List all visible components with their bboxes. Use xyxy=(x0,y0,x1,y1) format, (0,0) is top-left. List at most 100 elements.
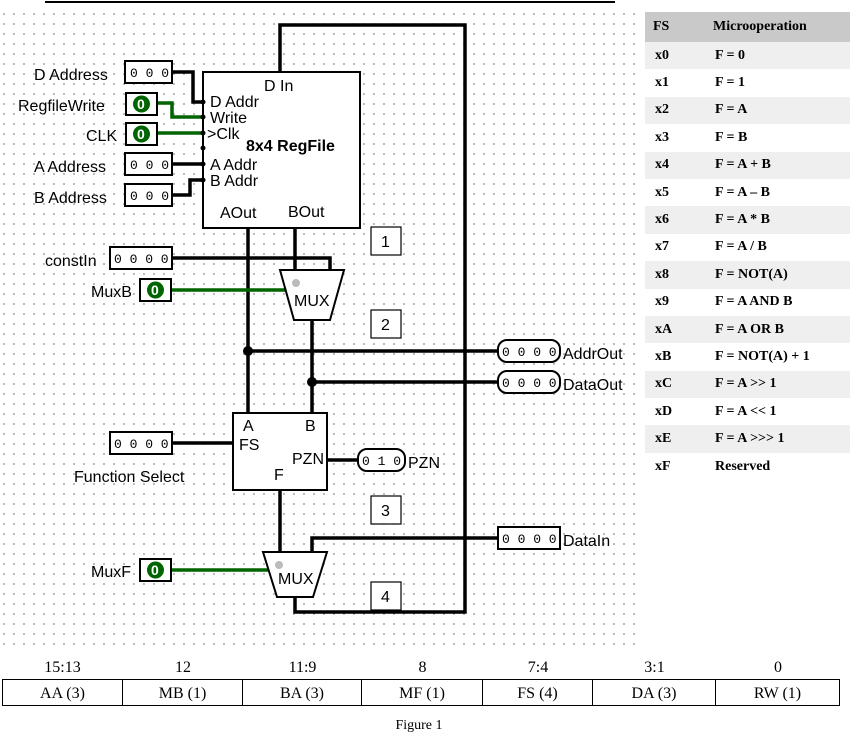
clk-pin[interactable]: 0 xyxy=(125,122,158,146)
d-address-label: D Address xyxy=(34,67,108,84)
mux-f-pin[interactable]: 0 xyxy=(139,558,172,582)
regfile-d-addr-label: D Addr xyxy=(210,94,260,111)
bit-field-row: AA (3) MB (1) BA (3) MF (1) FS (4) DA (3… xyxy=(2,679,840,706)
fs-header: FS xyxy=(645,12,705,42)
bit-field: MF (1) xyxy=(362,679,483,706)
bit-field: RW (1) xyxy=(716,679,840,706)
junction-dot xyxy=(307,377,317,387)
b-address-pin[interactable]: 0 0 0 xyxy=(124,183,173,207)
pzn-pin: 0 1 0 xyxy=(357,448,406,472)
fu-f-label: F xyxy=(274,467,284,484)
const-in-pin[interactable]: 0 0 0 0 xyxy=(109,246,173,270)
function-select-label: Function Select xyxy=(74,469,185,486)
fs-code: x6 xyxy=(645,206,705,234)
microoperation: F = NOT(A) + 1 xyxy=(705,343,850,371)
const-in-label: constIn xyxy=(45,253,97,270)
svg-text:0 0 0: 0 0 0 xyxy=(130,189,169,204)
svg-text:0 0 0 0: 0 0 0 0 xyxy=(502,532,557,547)
fs-code: x8 xyxy=(645,261,705,289)
bit-range: 15:13 xyxy=(44,659,81,676)
mux-f-select-indicator xyxy=(275,561,283,569)
fs-code: x4 xyxy=(645,151,705,179)
figure-caption: Figure 1 xyxy=(395,718,443,733)
microoperation: F = A + B xyxy=(705,151,850,179)
fs-code: xF xyxy=(645,452,705,481)
data-out-label: DataOut xyxy=(563,377,623,394)
function-select-pin[interactable]: 0 0 0 0 xyxy=(109,431,173,455)
mux-b-label: MUX xyxy=(294,293,330,310)
data-in-label: DataIn xyxy=(563,533,610,550)
svg-text:0: 0 xyxy=(151,282,159,298)
bit-field: BA (3) xyxy=(243,679,362,706)
active-wires xyxy=(157,101,288,572)
microoperation: F = A * B xyxy=(705,206,850,234)
fs-code: x7 xyxy=(645,233,705,262)
microoperation: F = NOT(A) xyxy=(705,261,850,289)
data-in-pin[interactable]: 0 0 0 0 xyxy=(497,526,561,550)
microoperation: F = 0 xyxy=(705,42,850,70)
mux-b-select-indicator xyxy=(292,279,300,287)
fs-code: xA xyxy=(645,315,705,344)
microoperation: F = A AND B xyxy=(705,288,850,316)
fs-code: x3 xyxy=(645,124,705,152)
svg-text:0 0 0 0: 0 0 0 0 xyxy=(114,437,169,452)
fs-code: x9 xyxy=(645,288,705,316)
bit-field: FS (4) xyxy=(483,679,593,706)
fu-pzn-label: PZN xyxy=(292,451,324,468)
regfile-title: 8x4 RegFile xyxy=(246,138,335,155)
svg-text:0 0 0 0: 0 0 0 0 xyxy=(502,345,557,360)
fs-code: x5 xyxy=(645,178,705,207)
stage-label-4: 4 xyxy=(370,581,402,611)
a-address-pin[interactable]: 0 0 0 xyxy=(124,152,173,176)
microoperation: F = A >>> 1 xyxy=(705,425,850,453)
regfile-aout-label: AOut xyxy=(220,205,257,222)
regfile-a-addr-label: A Addr xyxy=(210,157,258,174)
microoperation: F = A – B xyxy=(705,178,850,207)
svg-text:0 0 0: 0 0 0 xyxy=(130,66,169,81)
microoperation: F = B xyxy=(705,124,850,152)
regfile-write-pin[interactable]: 0 xyxy=(125,92,158,116)
svg-text:0 0 0 0: 0 0 0 0 xyxy=(114,252,169,267)
addr-out-label: AddrOut xyxy=(563,346,623,363)
svg-text:3: 3 xyxy=(381,503,390,520)
mux-b-input-label: MuxB xyxy=(91,284,132,301)
fu-a-label: A xyxy=(243,418,254,435)
mux-b-pin[interactable]: 0 xyxy=(139,278,172,302)
fs-code: xE xyxy=(645,425,705,453)
bit-range: 3:1 xyxy=(644,659,665,676)
svg-text:0: 0 xyxy=(137,96,145,112)
svg-text:1: 1 xyxy=(381,234,390,251)
microoperation: F = A >> 1 xyxy=(705,370,850,399)
fs-code: xC xyxy=(645,370,705,399)
data-out-pin: 0 0 0 0 xyxy=(497,370,561,394)
microoperation: F = A xyxy=(705,96,850,125)
fs-code: xD xyxy=(645,398,705,426)
stage-label-2: 2 xyxy=(370,309,402,339)
svg-text:0: 0 xyxy=(137,126,145,142)
bit-range: 11:9 xyxy=(288,659,317,676)
regfile-clk-label: >Clk xyxy=(207,126,240,143)
regfile-bout-label: BOut xyxy=(288,204,325,221)
a-address-label: A Address xyxy=(34,159,106,176)
stage-label-3: 3 xyxy=(370,495,402,525)
fs-code: x1 xyxy=(645,69,705,97)
regfile-d-in-label: D In xyxy=(264,78,293,95)
d-address-pin[interactable]: 0 0 0 xyxy=(124,60,173,84)
fu-fs-label: FS xyxy=(239,437,259,454)
clk-label: CLK xyxy=(86,128,117,145)
bit-field: DA (3) xyxy=(593,679,716,706)
